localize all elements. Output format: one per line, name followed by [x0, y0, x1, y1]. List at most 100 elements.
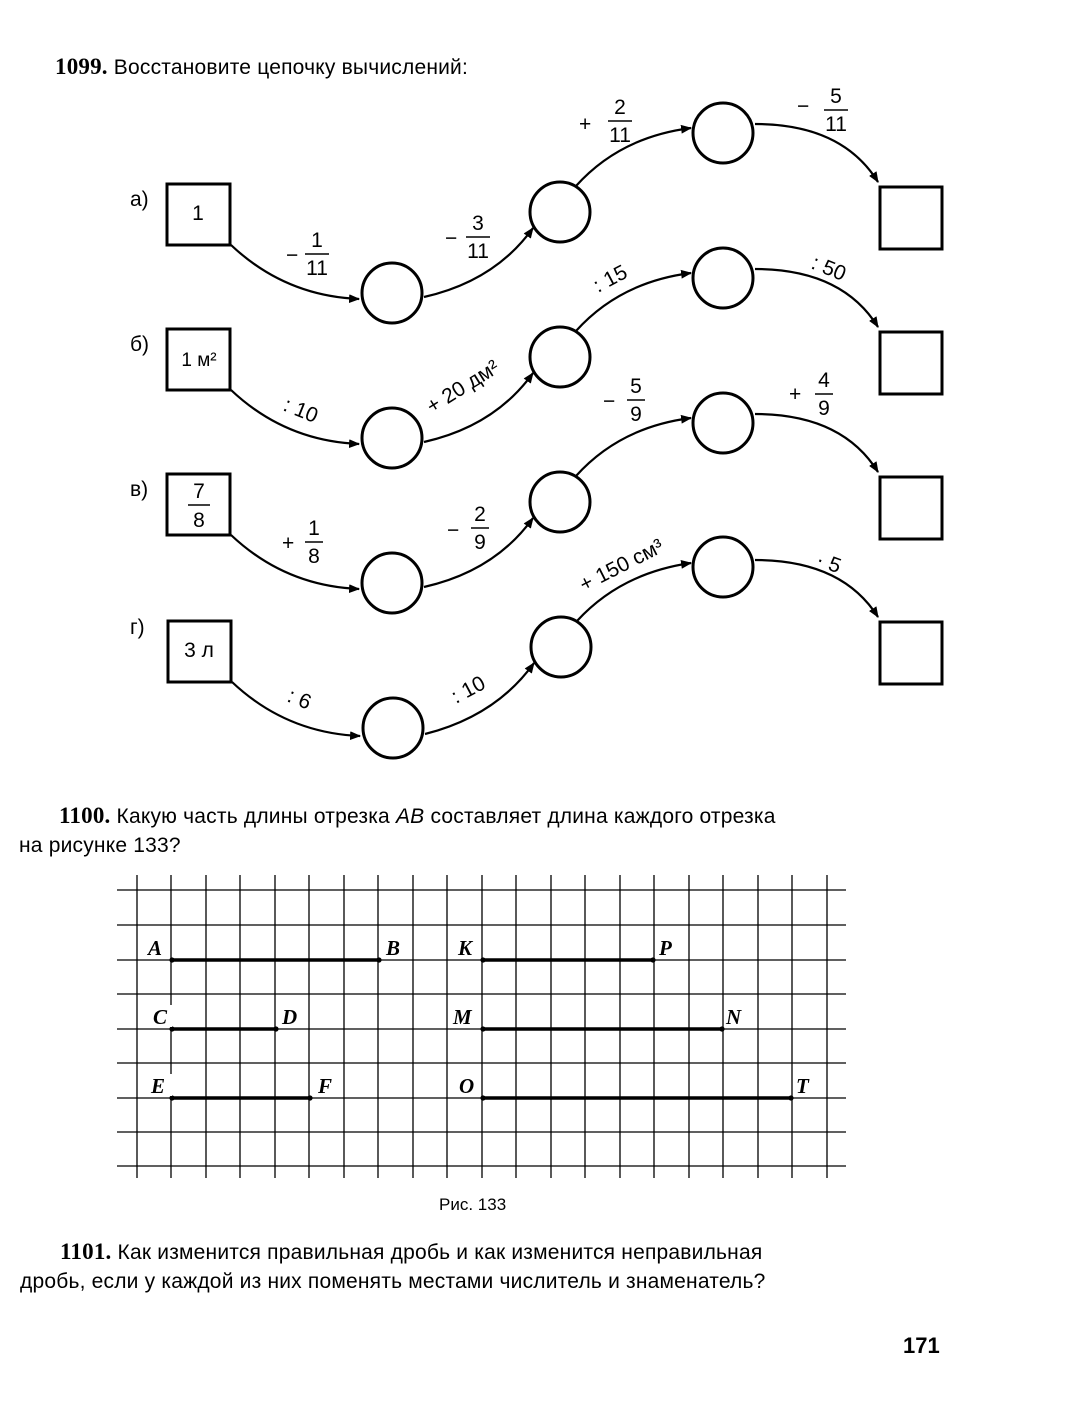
point-label-t: T [796, 1074, 810, 1098]
operation-label: : 6 [284, 684, 314, 714]
blank-circle[interactable] [361, 696, 425, 760]
blank-circle[interactable] [360, 406, 424, 470]
op-sign: + [579, 113, 591, 136]
op-numerator: 1 [308, 517, 320, 540]
blank-circle[interactable] [691, 246, 755, 310]
answer-box[interactable] [878, 475, 944, 541]
operation-label: : 10 [280, 393, 321, 427]
page-number: 171 [903, 1333, 940, 1358]
start-numerator: 7 [193, 480, 205, 503]
arrow [230, 244, 361, 303]
point-label-b: B [385, 936, 400, 960]
arrow [754, 267, 879, 328]
op-denominator: 9 [818, 397, 830, 420]
arrow [576, 560, 693, 622]
answer-box[interactable] [878, 330, 944, 396]
segments [172, 958, 791, 1100]
start-box [165, 182, 232, 247]
operation-minus-5-9: − 5 9 [603, 375, 645, 426]
operation-label: · 5 [813, 548, 844, 578]
blank-circle[interactable] [360, 551, 424, 615]
start-value: 1 [192, 202, 204, 225]
blank-circle[interactable] [528, 180, 592, 244]
problem-number: 1100. [59, 803, 111, 828]
problem-number: 1099. [55, 54, 108, 79]
operation-plus-2-11: + 2 11 [579, 96, 632, 147]
chain-label: б) [130, 333, 149, 356]
segments-grid-figure: A B K P C D M N E F O T [117, 875, 846, 1178]
start-box [165, 472, 232, 537]
operation-label: + 150 см³ [576, 535, 667, 597]
op-denominator: 11 [825, 113, 847, 136]
op-denominator: 9 [630, 403, 642, 426]
operation-minus-2-9: − 2 9 [447, 503, 489, 554]
problem-text-line1: Как изменится правильная дробь и как изм… [117, 1241, 763, 1264]
blank-circle[interactable] [360, 261, 424, 325]
arrow [423, 227, 534, 299]
problem-number: 1101. [60, 1239, 112, 1264]
operation-plus-4-9: + 4 9 [789, 369, 833, 420]
arrow [575, 269, 693, 332]
operation-minus-5-11: − 5 11 [797, 85, 848, 136]
blank-circle[interactable] [529, 615, 593, 679]
operation-label: : 10 [448, 672, 490, 709]
problem-1099-title: 1099. Восстановите цепочку вычислений: [55, 52, 468, 82]
arrow [231, 681, 362, 740]
calculation-chains: а) 1 − 1 11 − 3 11 + 2 11 [130, 85, 944, 760]
problem-text-line2: на рисунке 133? [19, 834, 181, 857]
arrow [575, 414, 693, 477]
start-fraction: 7 8 [188, 480, 210, 532]
op-denominator: 9 [474, 531, 486, 554]
op-sign: + [282, 532, 294, 555]
start-box [165, 327, 232, 392]
chain-a: а) 1 − 1 11 − 3 11 + 2 11 [130, 85, 944, 325]
op-sign: + [789, 383, 801, 406]
point-label-k: K [457, 936, 474, 960]
op-denominator: 11 [609, 124, 631, 147]
chain-label: в) [130, 478, 148, 501]
point-label-n: N [725, 1005, 742, 1029]
figure-caption: Рис. 133 [439, 1195, 507, 1214]
problem-text-line2: дробь, если у каждой из них поменять мес… [20, 1270, 766, 1293]
start-value: 3 л [184, 639, 214, 662]
blank-circle[interactable] [691, 101, 755, 165]
point-label-m: M [452, 1005, 473, 1029]
problem-text-part1: Какую часть длины отрезка [116, 805, 390, 828]
blank-circle[interactable] [691, 535, 755, 599]
chain-label: а) [130, 188, 149, 211]
op-numerator: 1 [311, 229, 323, 252]
arrow [423, 372, 534, 444]
problem-text-part2: составляет длина каждого отрезка [430, 805, 776, 828]
arrow [754, 412, 879, 473]
problem-1101-text: 1101. Как изменится правильная дробь и к… [20, 1237, 960, 1296]
segment-ab-label: AB [395, 805, 425, 828]
op-denominator: 11 [467, 240, 489, 263]
start-denominator: 8 [193, 509, 205, 532]
arrow [754, 122, 879, 183]
arrow [423, 517, 534, 589]
arrow [230, 534, 361, 593]
point-labels: A B K P C D M N E F O T [146, 936, 817, 1098]
answer-box[interactable] [878, 185, 944, 251]
point-label-d: D [281, 1005, 297, 1029]
blank-circle[interactable] [691, 391, 755, 455]
op-numerator: 2 [614, 96, 626, 119]
operation-label: + 20 дм² [422, 356, 503, 418]
point-label-p: P [658, 936, 672, 960]
problem-1100-text: 1100. Какую часть длины отрезка AB соста… [19, 801, 949, 860]
blank-circle[interactable] [528, 470, 592, 534]
arrow [230, 389, 361, 448]
arrow [575, 124, 693, 187]
op-numerator: 5 [830, 85, 842, 108]
op-sign: − [445, 227, 457, 250]
op-numerator: 2 [474, 503, 486, 526]
op-numerator: 4 [818, 369, 830, 392]
answer-box[interactable] [878, 620, 944, 686]
arrow [754, 558, 879, 618]
op-numerator: 5 [630, 375, 642, 398]
start-box [166, 619, 233, 684]
point-label-o: O [459, 1074, 474, 1098]
start-value: 1 м² [181, 350, 216, 371]
problem-text: Восстановите цепочку вычислений: [113, 56, 469, 79]
blank-circle[interactable] [528, 325, 592, 389]
